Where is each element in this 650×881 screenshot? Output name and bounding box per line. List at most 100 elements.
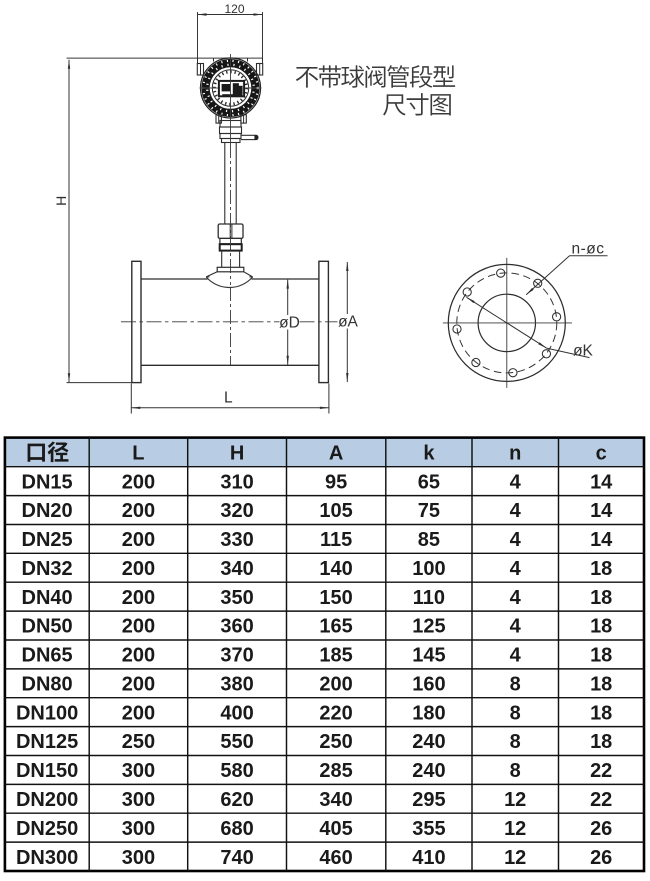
svg-text:250: 250 <box>122 731 155 753</box>
svg-text:26: 26 <box>590 847 612 869</box>
svg-text:145: 145 <box>412 645 445 667</box>
svg-text:740: 740 <box>220 847 253 869</box>
svg-text:8: 8 <box>510 674 521 696</box>
svg-text:18: 18 <box>590 558 612 580</box>
svg-text:18: 18 <box>590 587 612 609</box>
svg-text:140: 140 <box>319 558 352 580</box>
svg-text:150: 150 <box>319 587 352 609</box>
svg-text:DN300: DN300 <box>16 847 78 869</box>
svg-text:H: H <box>53 196 69 206</box>
svg-text:370: 370 <box>220 645 253 667</box>
svg-text:18: 18 <box>590 645 612 667</box>
svg-text:DN80: DN80 <box>22 674 73 696</box>
svg-text:65: 65 <box>418 471 440 493</box>
svg-text:12: 12 <box>504 789 526 811</box>
svg-text:DN40: DN40 <box>22 587 73 609</box>
svg-text:250: 250 <box>319 731 352 753</box>
svg-text:4: 4 <box>510 500 522 522</box>
svg-text:380: 380 <box>220 674 253 696</box>
svg-text:DN15: DN15 <box>22 471 73 493</box>
svg-text:200: 200 <box>122 500 155 522</box>
svg-text:330: 330 <box>220 529 253 551</box>
svg-text:DN50: DN50 <box>22 616 73 638</box>
svg-text:øA: øA <box>338 314 358 331</box>
svg-text:340: 340 <box>220 558 253 580</box>
svg-text:18: 18 <box>590 616 612 638</box>
svg-text:8: 8 <box>510 731 521 753</box>
svg-text:105: 105 <box>319 500 352 522</box>
svg-text:8: 8 <box>510 760 521 782</box>
svg-text:200: 200 <box>122 616 155 638</box>
svg-text:DN150: DN150 <box>16 760 78 782</box>
svg-text:160: 160 <box>412 674 445 696</box>
svg-text:300: 300 <box>122 847 155 869</box>
svg-text:DN20: DN20 <box>22 500 73 522</box>
svg-text:4: 4 <box>510 529 522 551</box>
svg-text:14: 14 <box>590 471 613 493</box>
svg-text:620: 620 <box>220 789 253 811</box>
svg-text:460: 460 <box>319 847 352 869</box>
svg-text:DN32: DN32 <box>22 558 73 580</box>
svg-text:200: 200 <box>122 471 155 493</box>
svg-text:DN250: DN250 <box>16 818 78 840</box>
svg-text:220: 220 <box>319 702 352 724</box>
svg-text:18: 18 <box>590 702 612 724</box>
svg-text:14: 14 <box>590 529 613 551</box>
svg-text:A: A <box>329 442 343 464</box>
svg-text:n: n <box>509 442 521 464</box>
svg-text:14: 14 <box>590 500 613 522</box>
svg-text:115: 115 <box>320 529 352 551</box>
svg-text:22: 22 <box>590 789 612 811</box>
svg-text:240: 240 <box>412 731 445 753</box>
svg-text:øD: øD <box>279 315 300 332</box>
svg-text:165: 165 <box>319 616 352 638</box>
svg-text:DN100: DN100 <box>16 702 78 724</box>
svg-text:405: 405 <box>319 818 352 840</box>
svg-text:8: 8 <box>510 702 521 724</box>
svg-text:360: 360 <box>220 616 253 638</box>
svg-text:310: 310 <box>220 471 253 493</box>
svg-text:200: 200 <box>319 674 352 696</box>
svg-text:200: 200 <box>122 674 155 696</box>
svg-text:340: 340 <box>319 789 352 811</box>
svg-text:200: 200 <box>122 558 155 580</box>
svg-text:320: 320 <box>220 500 253 522</box>
svg-text:410: 410 <box>412 847 445 869</box>
svg-text:26: 26 <box>590 818 612 840</box>
svg-text:200: 200 <box>122 587 155 609</box>
svg-text:300: 300 <box>122 760 155 782</box>
svg-text:DN200: DN200 <box>16 789 78 811</box>
svg-text:4: 4 <box>510 645 522 667</box>
svg-text:85: 85 <box>418 529 440 551</box>
svg-text:22: 22 <box>590 760 612 782</box>
svg-text:180: 180 <box>412 702 445 724</box>
svg-text:400: 400 <box>220 702 253 724</box>
svg-text:DN65: DN65 <box>22 645 73 667</box>
svg-text:18: 18 <box>590 731 612 753</box>
svg-text:300: 300 <box>122 818 155 840</box>
svg-text:L: L <box>132 442 144 464</box>
svg-text:H: H <box>230 442 244 464</box>
svg-text:295: 295 <box>412 789 445 811</box>
svg-text:k: k <box>423 442 435 464</box>
svg-text:200: 200 <box>122 645 155 667</box>
svg-text:95: 95 <box>325 471 347 493</box>
svg-text:240: 240 <box>412 760 445 782</box>
svg-text:4: 4 <box>510 471 522 493</box>
svg-text:L: L <box>224 390 233 407</box>
svg-text:4: 4 <box>510 558 522 580</box>
svg-text:n-øc: n-øc <box>572 241 605 258</box>
svg-text:355: 355 <box>412 818 445 840</box>
svg-text:12: 12 <box>504 818 526 840</box>
svg-text:200: 200 <box>122 529 155 551</box>
svg-text:300: 300 <box>122 789 155 811</box>
svg-text:680: 680 <box>220 818 253 840</box>
svg-text:350: 350 <box>220 587 253 609</box>
svg-text:DN25: DN25 <box>22 529 73 551</box>
svg-text:4: 4 <box>510 616 522 638</box>
svg-text:110: 110 <box>413 587 445 609</box>
svg-text:18: 18 <box>590 674 612 696</box>
svg-text:125: 125 <box>412 616 445 638</box>
svg-text:c: c <box>596 442 607 464</box>
svg-text:100: 100 <box>412 558 445 580</box>
